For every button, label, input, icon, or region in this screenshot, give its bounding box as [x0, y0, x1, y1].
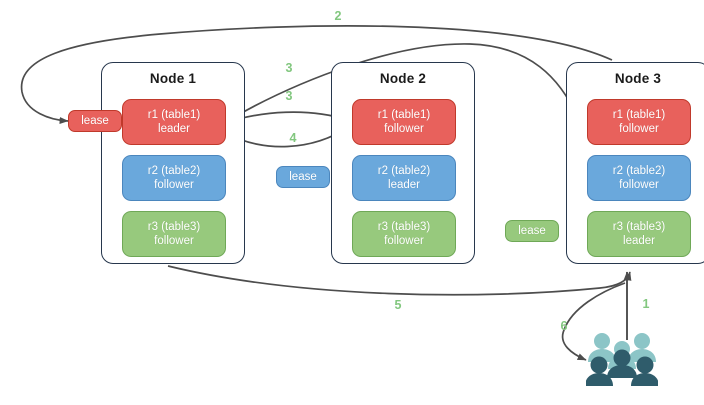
replica-name: r2 (table2) — [612, 165, 666, 177]
lease-token-r2[interactable]: lease — [276, 166, 330, 188]
node-3-replica-r3[interactable]: r3 (table3) leader — [587, 211, 691, 257]
replica-name: r2 (table2) — [147, 165, 201, 177]
node-3-title: Node 3 — [614, 71, 662, 86]
connector-step-5 — [167, 265, 632, 296]
replica-role: follower — [619, 179, 659, 191]
lease-label: lease — [289, 171, 317, 183]
replica-name: r1 (table1) — [147, 109, 201, 121]
step-label-4: 4 — [289, 131, 297, 145]
node-1-replica-r1[interactable]: r1 (table1) leader — [122, 99, 226, 145]
step-label-3b: 3 — [285, 89, 293, 103]
replica-name: r3 (table3) — [147, 221, 201, 233]
step-label-3a: 3 — [285, 61, 293, 75]
node-3-replica-r2[interactable]: r2 (table2) follower — [587, 155, 691, 201]
node-3-replica-r1[interactable]: r1 (table1) follower — [587, 99, 691, 145]
replica-name: r3 (table3) — [612, 221, 666, 233]
replica-role: follower — [154, 179, 194, 191]
replica-role: leader — [158, 123, 190, 135]
step-label-5: 5 — [394, 298, 402, 312]
node-1-container[interactable]: Node 1 r1 (table1) leader r2 (table2) fo… — [101, 62, 245, 264]
replica-role: follower — [384, 235, 424, 247]
node-2-replica-r2[interactable]: r2 (table2) leader — [352, 155, 456, 201]
node-2-title: Node 2 — [379, 71, 427, 86]
replica-name: r2 (table2) — [377, 165, 431, 177]
lease-token-r3[interactable]: lease — [505, 220, 559, 242]
replica-role: leader — [623, 235, 655, 247]
step-label-2: 2 — [334, 9, 342, 23]
node-1-replica-r3[interactable]: r3 (table3) follower — [122, 211, 226, 257]
replica-role: leader — [388, 179, 420, 191]
replica-role: follower — [619, 123, 659, 135]
node-2-replica-r1[interactable]: r1 (table1) follower — [352, 99, 456, 145]
node-1-replica-r2[interactable]: r2 (table2) follower — [122, 155, 226, 201]
users-icon — [586, 333, 658, 386]
node-2-container[interactable]: Node 2 r1 (table1) follower r2 (table2) … — [331, 62, 475, 264]
lease-label: lease — [518, 225, 546, 237]
lease-token-r1[interactable]: lease — [68, 110, 122, 132]
step-label-6: 6 — [560, 319, 568, 333]
replica-name: r3 (table3) — [377, 221, 431, 233]
replica-name: r1 (table1) — [612, 109, 666, 121]
replica-role: follower — [154, 235, 194, 247]
replica-role: follower — [384, 123, 424, 135]
replica-name: r1 (table1) — [377, 109, 431, 121]
lease-label: lease — [81, 115, 109, 127]
step-label-1: 1 — [642, 297, 650, 311]
node-2-replica-r3[interactable]: r3 (table3) follower — [352, 211, 456, 257]
node-3-container[interactable]: Node 3 r1 (table1) follower r2 (table2) … — [566, 62, 704, 264]
node-1-title: Node 1 — [149, 71, 197, 86]
